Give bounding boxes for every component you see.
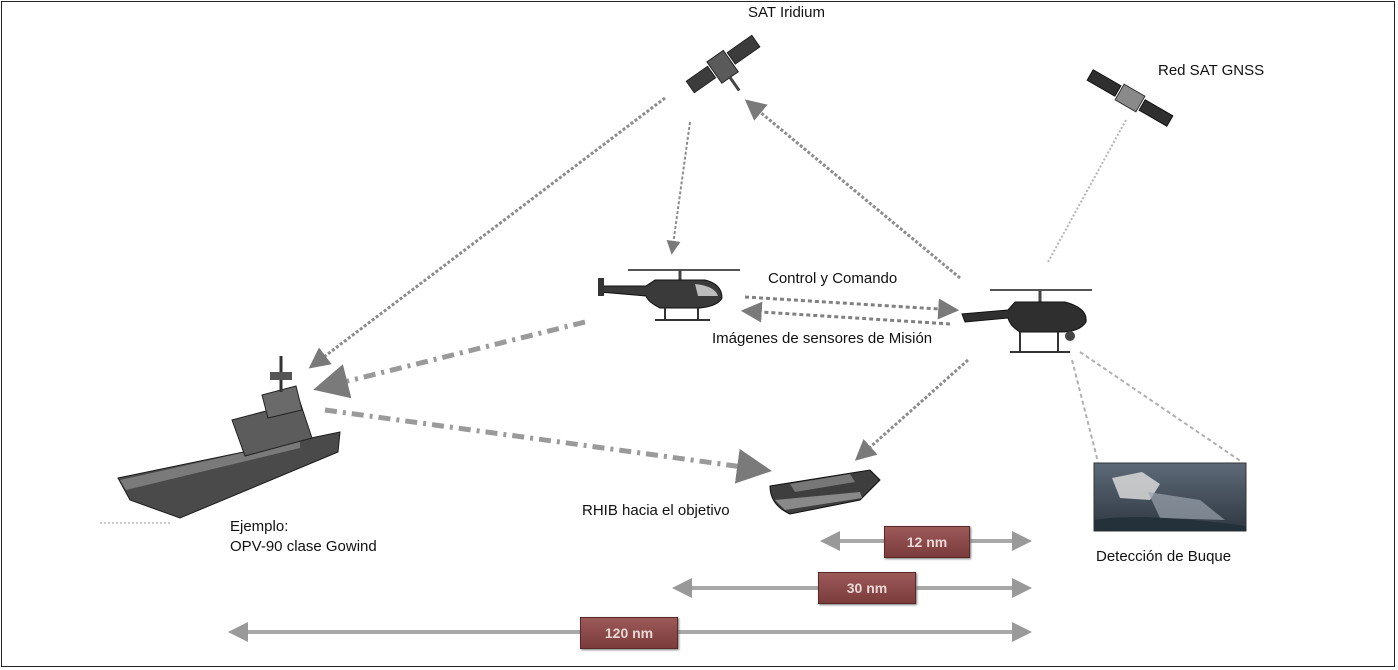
uav-helicopter-icon xyxy=(961,289,1092,353)
link-helicopter-to-ship xyxy=(313,319,586,399)
comm-links xyxy=(308,96,1243,484)
helicopter-icon xyxy=(598,269,740,321)
label-control-comando: Control y Comando xyxy=(768,270,898,287)
label-ship-class: OPV-90 clase Gowind xyxy=(230,538,377,555)
ship-icon xyxy=(100,356,341,524)
link-iridium-to-ship xyxy=(308,96,666,369)
ship-detection-photo xyxy=(1093,462,1247,532)
satellite-icon xyxy=(685,34,761,94)
label-rhib: RHIB hacia el objetivo xyxy=(582,502,730,519)
label-ejemplo: Ejemplo: xyxy=(230,518,289,535)
gnss-satellite-icon xyxy=(1086,69,1174,127)
link-uav-to-detection-right xyxy=(1079,351,1243,463)
range-box-12nm: 12 nm xyxy=(884,526,970,558)
boat-icon xyxy=(769,469,881,515)
link-ship-to-rhib xyxy=(324,407,772,484)
link-uav-to-iridium xyxy=(744,99,961,280)
link-gnss-to-uav xyxy=(1047,119,1127,263)
range-box-120nm: 120 nm xyxy=(580,617,678,649)
link-uav-to-rhib xyxy=(854,358,969,461)
link-imagenes xyxy=(740,301,951,326)
link-iridium-to-helicopter xyxy=(666,121,691,255)
link-uav-to-detection-left xyxy=(1071,359,1099,463)
link-control-comando xyxy=(744,295,960,320)
label-imagenes-sensores: Imágenes de sensores de Misión xyxy=(712,330,933,347)
label-sat-iridium: SAT Iridium xyxy=(748,4,825,21)
label-red-sat-gnss: Red SAT GNSS xyxy=(1158,62,1265,79)
label-deteccion-buque: Detección de Buque xyxy=(1096,548,1232,565)
range-box-30nm: 30 nm xyxy=(818,572,916,604)
